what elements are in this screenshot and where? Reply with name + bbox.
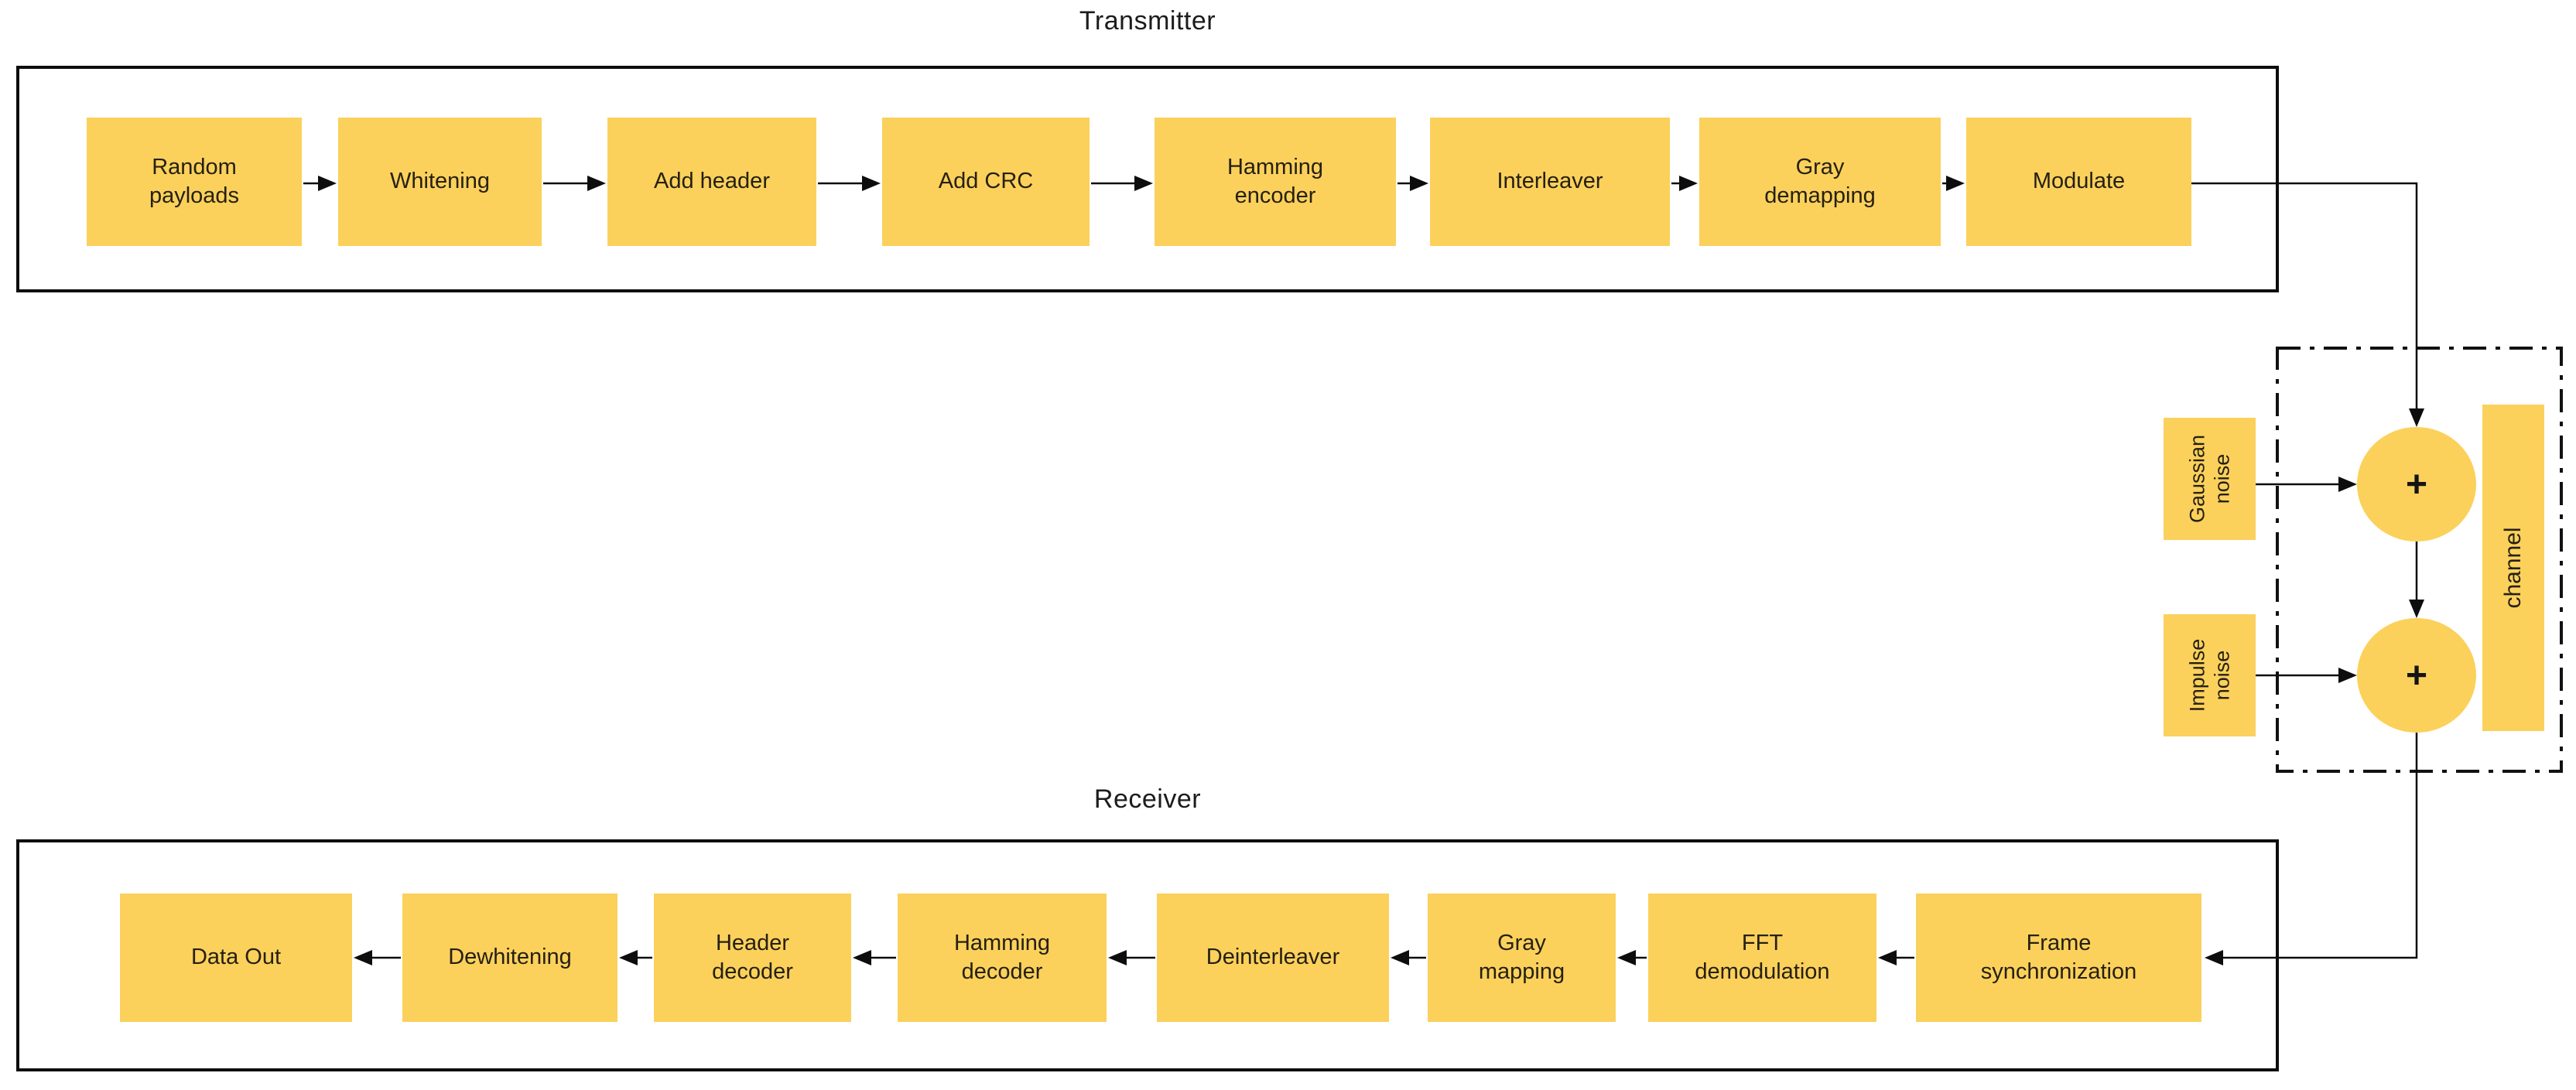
tx-block-add-header: Add header — [607, 118, 816, 246]
rx-block-label: FFT demodulation — [1695, 930, 1830, 984]
rx-block-deinterleaver: Deinterleaver — [1157, 894, 1389, 1022]
rx-block-hamming-decoder: Hamming decoder — [898, 894, 1107, 1022]
transmitter-group-box — [16, 66, 2279, 292]
rx-block-label: Dewhitening — [448, 945, 572, 970]
tx-block-label: Random payloads — [149, 154, 240, 208]
receiver-group-box — [16, 839, 2279, 1071]
tx-block-label: Modulate — [2032, 169, 2126, 194]
adder-circle-1: + — [2357, 427, 2476, 542]
tx-block-gray-demapping: Gray demapping — [1699, 118, 1941, 246]
rx-block-label: Gray mapping — [1478, 930, 1565, 984]
rx-block-label: Data Out — [190, 945, 282, 970]
rx-block-label: Deinterleaver — [1206, 945, 1340, 970]
plus-icon: + — [2405, 654, 2428, 696]
rx-block-dewhitening: Dewhitening — [402, 894, 617, 1022]
plus-icon: + — [2405, 463, 2428, 505]
tx-block-random-payloads: Random payloads — [87, 118, 302, 246]
rx-block-header-decoder: Header decoder — [654, 894, 851, 1022]
tx-block-hamming-encoder: Hamming encoder — [1155, 118, 1396, 246]
gaussian-noise-label: Gaussian noise — [2185, 434, 2234, 524]
rx-block-gray-mapping: Gray mapping — [1428, 894, 1616, 1022]
tx-block-add-crc: Add CRC — [882, 118, 1090, 246]
transmitter-title: Transmitter — [1079, 6, 1216, 36]
rx-block-label: Frame synchronization — [1980, 930, 2137, 984]
rx-block-frame-synchronization: Frame synchronization — [1916, 894, 2201, 1022]
impulse-noise-label: Impulse noise — [2185, 638, 2234, 712]
tx-block-label: Interleaver — [1497, 169, 1603, 194]
channel-label-block: channel — [2482, 405, 2544, 731]
rx-block-label: Hamming decoder — [953, 930, 1051, 984]
adder-circle-2: + — [2357, 618, 2476, 733]
gaussian-noise-block: Gaussian noise — [2164, 418, 2256, 540]
tx-block-label: Whitening — [390, 169, 490, 194]
tx-block-label: Hamming encoder — [1226, 154, 1324, 208]
connector-channel-to-receiver — [2205, 733, 2418, 965]
impulse-noise-block: Impulse noise — [2164, 614, 2256, 736]
tx-block-interleaver: Interleaver — [1430, 118, 1670, 246]
channel-boundary-dashdot-box — [2276, 347, 2563, 773]
receiver-title: Receiver — [1093, 784, 1202, 814]
tx-block-label: Gray demapping — [1764, 154, 1876, 208]
tx-block-modulate: Modulate — [1966, 118, 2191, 246]
tx-block-label: Add header — [654, 169, 770, 194]
tx-block-whitening: Whitening — [338, 118, 542, 246]
rx-block-fft-demodulation: FFT demodulation — [1648, 894, 1876, 1022]
channel-label: channel — [2500, 527, 2526, 609]
tx-block-label: Add CRC — [938, 169, 1034, 194]
rx-block-data-out: Data Out — [120, 894, 352, 1022]
connector-modulate-to-adder1 — [2191, 182, 2424, 427]
rx-block-label: Header decoder — [712, 930, 793, 984]
